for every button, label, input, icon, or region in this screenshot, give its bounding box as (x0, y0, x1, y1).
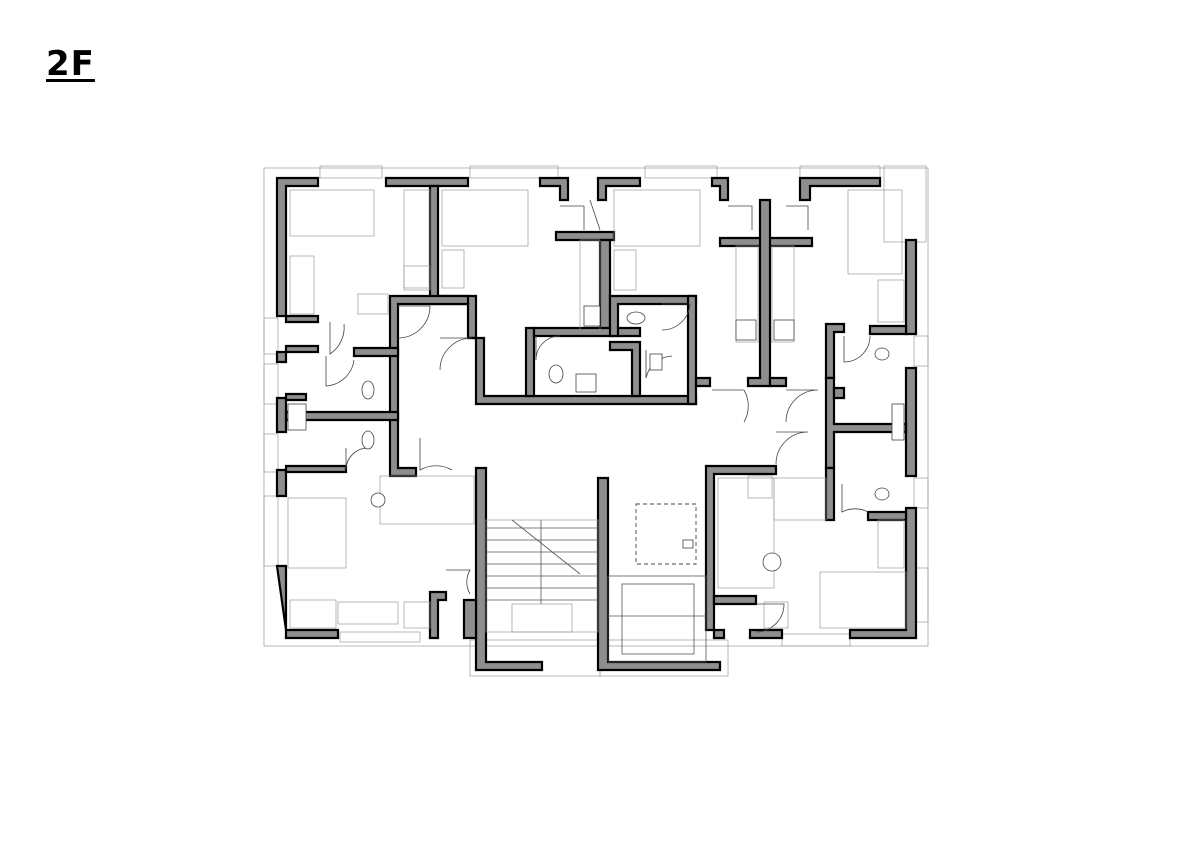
fixtures (287, 189, 907, 629)
elevator (607, 503, 707, 663)
exterior-walls (275, 176, 918, 672)
stair (485, 519, 599, 633)
floor-label: 2F (46, 44, 95, 84)
doors (325, 199, 871, 633)
interior-walls (284, 184, 908, 640)
